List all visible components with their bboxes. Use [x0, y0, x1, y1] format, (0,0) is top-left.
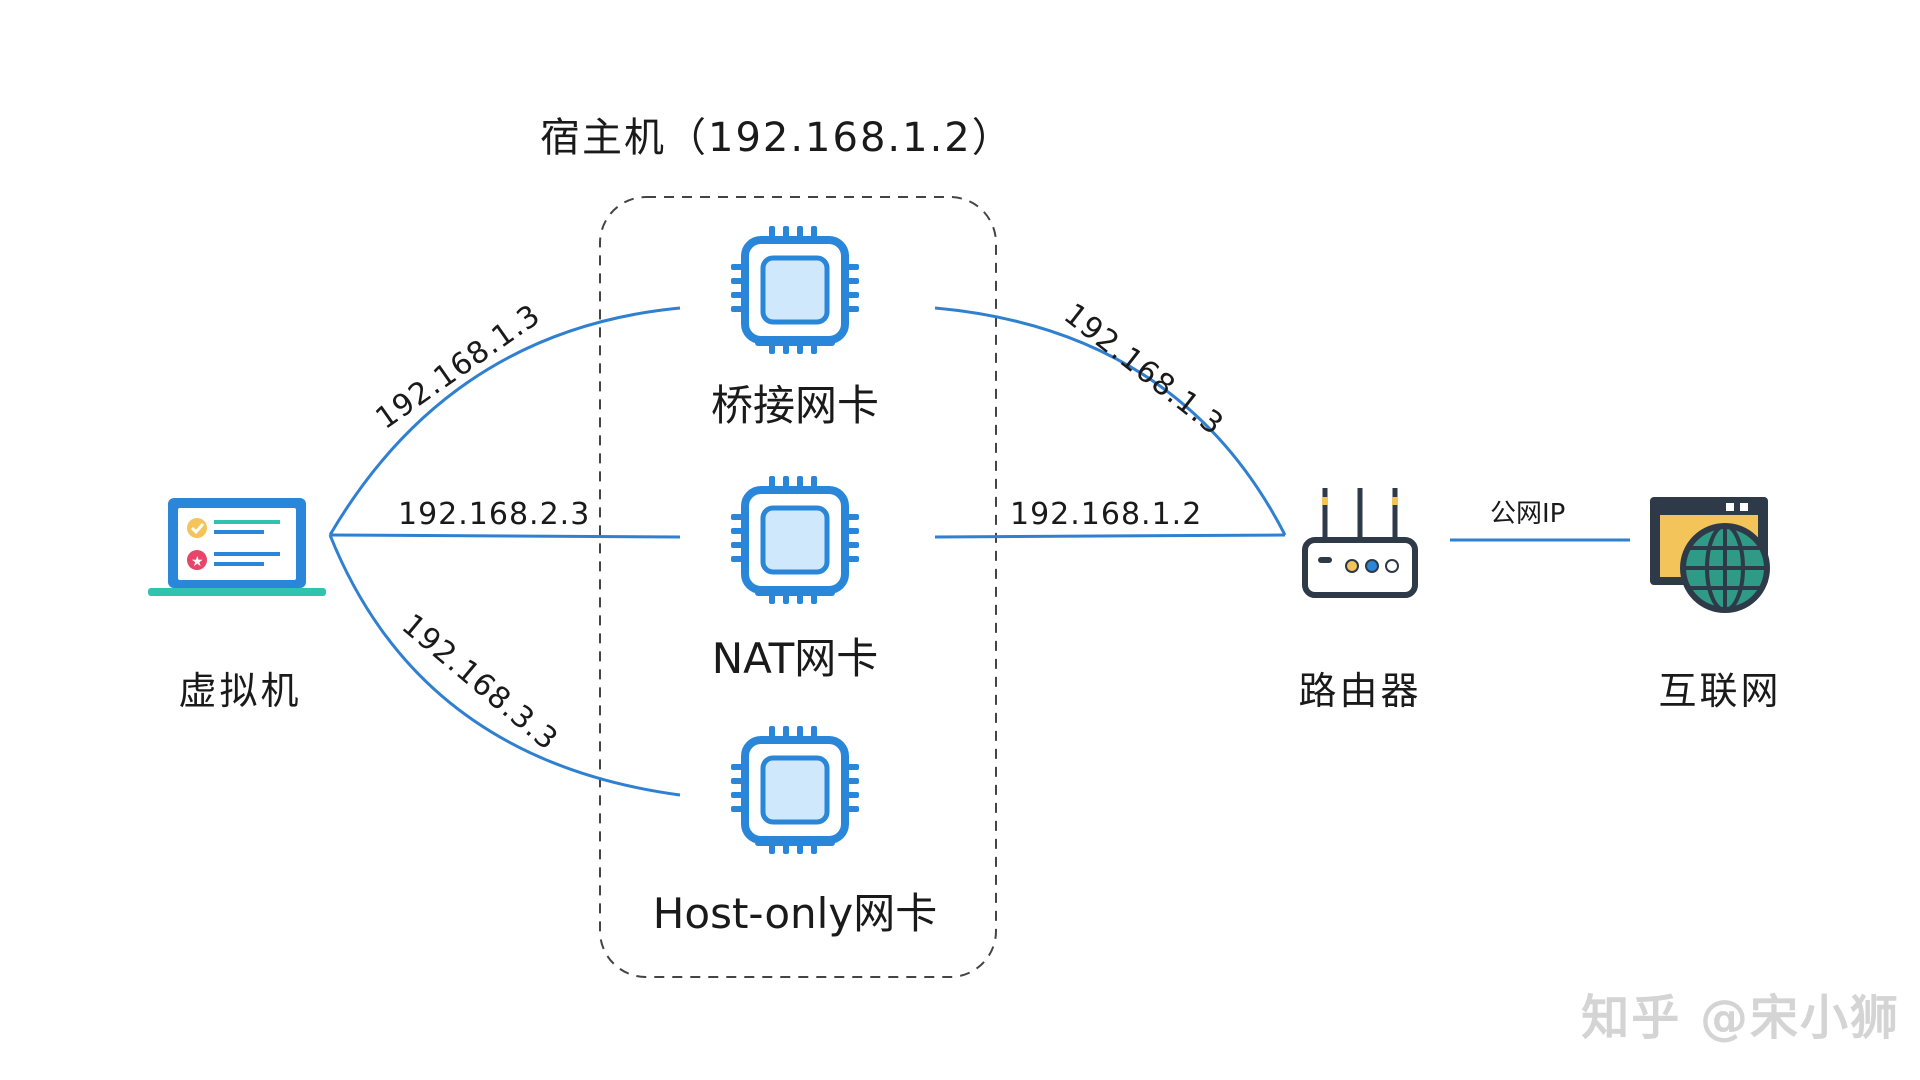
label-vm-nat: 192.168.2.3 [398, 497, 590, 532]
label-vm-hostonly: 192.168.3.3 [395, 607, 565, 757]
host-title: 宿主机（192.168.1.2） [540, 115, 1014, 161]
host-container [599, 196, 997, 978]
nic-label-bridge: 桥接网卡 [710, 381, 879, 430]
label-vm-bridge: 192.168.1.3 [370, 298, 548, 437]
svg-text:★: ★ [191, 554, 204, 570]
router-icon [1302, 488, 1418, 598]
globe-browser-icon [1650, 497, 1770, 613]
chip-icon [731, 226, 859, 354]
label-nat-router: 192.168.1.2 [1010, 497, 1202, 532]
link-nat-router [934, 533, 1286, 539]
chip-icon [731, 726, 859, 854]
node-label-router: 路由器 [1298, 669, 1422, 713]
nic-label-hostonly: Host-only网卡 [652, 889, 938, 938]
link-vm-nat [329, 533, 681, 539]
label-router-internet: 公网IP [1490, 499, 1565, 529]
chip-icon [731, 476, 859, 604]
link-vm-hostonly [328, 534, 681, 797]
link-bridge-router [934, 306, 1287, 536]
node-label-vm: 虚拟机 [178, 669, 302, 713]
node-label-internet: 互联网 [1658, 669, 1782, 713]
label-bridge-router: 192.168.1.3 [1057, 297, 1230, 443]
laptop-icon: ★ [148, 498, 326, 596]
link-vm-bridge [328, 306, 681, 536]
watermark: 知乎 @宋小狮 [1581, 990, 1900, 1046]
nic-label-nat: NAT网卡 [711, 634, 879, 683]
